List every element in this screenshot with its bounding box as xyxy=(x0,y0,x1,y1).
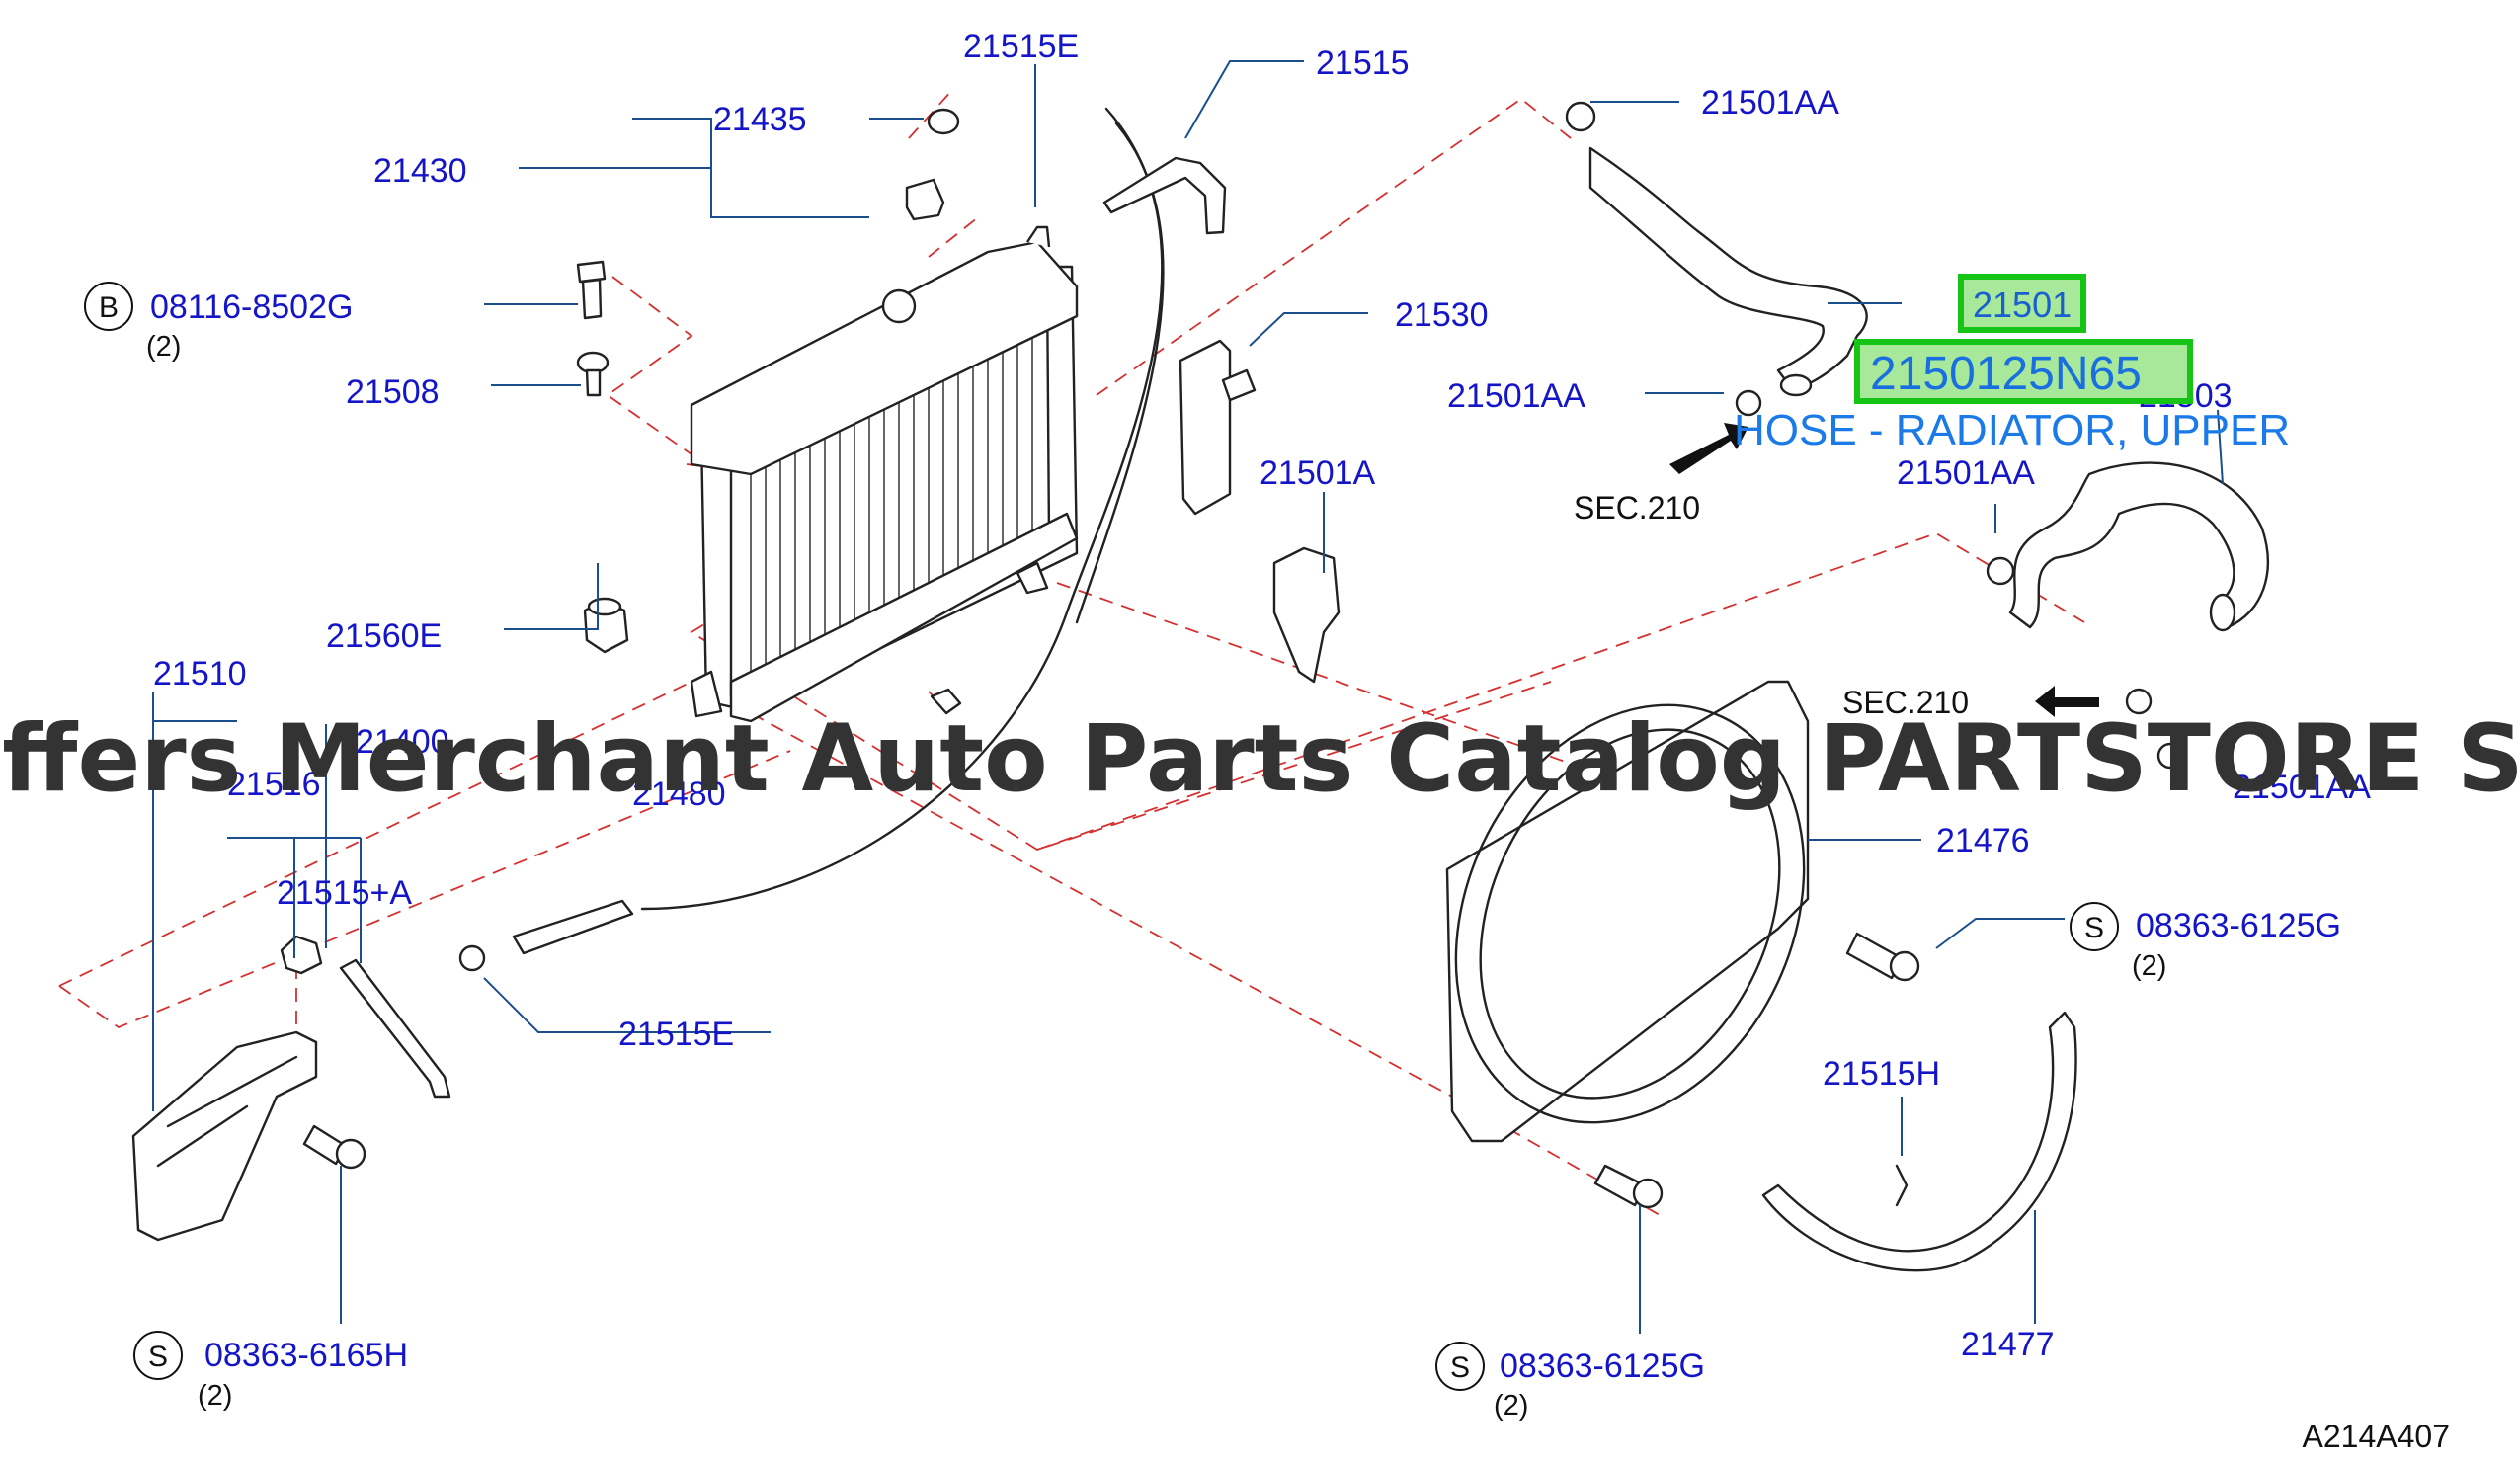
bolt-drawing xyxy=(576,260,610,397)
label-fastener-b-part: 08116-8502G xyxy=(150,288,353,326)
label-21515E-low: 21515E xyxy=(618,1016,734,1053)
label-21501A: 21501A xyxy=(1260,454,1376,492)
fastener-circle-b: B xyxy=(84,282,133,331)
label-fastener-s1-qty: (2) xyxy=(2132,950,2166,982)
label-21560E: 21560E xyxy=(326,617,442,655)
label-fastener-s3-part: 08363-6125G xyxy=(1500,1347,1705,1385)
reservoir-tank-drawing xyxy=(131,935,451,1242)
leader-lines xyxy=(152,60,2224,1334)
label-21530: 21530 xyxy=(1395,296,1489,334)
highlight-box-full-part-number[interactable] xyxy=(1854,339,2193,404)
fastener-circle-letter: S xyxy=(148,1341,168,1373)
label-21515E-top: 21515E xyxy=(963,28,1079,65)
fastener-circle-s1: S xyxy=(2070,902,2119,951)
fastener-circle-s3: S xyxy=(1435,1342,1485,1391)
label-sec210-a: SEC.210 xyxy=(1574,490,1700,526)
highlight-description: HOSE - RADIATOR, UPPER xyxy=(1734,406,2290,454)
fan-shroud-drawing xyxy=(1445,680,1810,1143)
label-21508: 21508 xyxy=(346,373,440,411)
overflow-hose-drawing xyxy=(640,107,1227,911)
fastener-circle-letter: S xyxy=(1450,1351,1470,1384)
label-21400: 21400 xyxy=(356,723,449,761)
fastener-circle-s2: S xyxy=(133,1331,183,1380)
label-21435: 21435 xyxy=(713,101,807,138)
diagram-code: A214A407 xyxy=(2303,1419,2450,1454)
label-21501AA-low: 21501AA xyxy=(2233,769,2371,806)
lower-radiator-hose-drawing xyxy=(2008,461,2269,632)
label-fastener-s1-part: 08363-6125G xyxy=(2136,907,2341,944)
label-21430: 21430 xyxy=(373,152,467,190)
shroud-lower-drawing xyxy=(1761,1011,2077,1272)
label-21477: 21477 xyxy=(1961,1326,2055,1363)
label-21515H: 21515H xyxy=(1823,1055,1940,1093)
label-21510: 21510 xyxy=(153,655,247,692)
highlight-part-number[interactable]: 21501 xyxy=(1973,285,2072,325)
label-21515: 21515 xyxy=(1316,44,1410,82)
highlight-box-part-number[interactable] xyxy=(1958,274,2086,333)
highlight-full-part-number[interactable]: 2150125N65 xyxy=(1870,348,2142,400)
hose-clamps-drawing xyxy=(1565,101,2184,770)
mount-rubber-drawing xyxy=(583,597,629,654)
fastener-circle-letter: S xyxy=(2084,912,2104,944)
section-arrows xyxy=(1669,423,2099,717)
upper-radiator-hose-drawing xyxy=(1588,146,1868,397)
label-21501AA-right: 21501AA xyxy=(1897,454,2035,492)
bracket-drawing xyxy=(1179,339,1257,516)
label-fastener-s3-qty: (2) xyxy=(1494,1390,1528,1422)
shroud-bolts-drawing xyxy=(302,932,1920,1209)
tank-cap-drawing xyxy=(930,688,962,715)
radiator-core-drawing xyxy=(690,225,1079,723)
highlighted-part[interactable]: 21501 2150125N65 HOSE - RADIATOR, UPPER xyxy=(1734,274,2290,454)
label-21515A: 21515+A xyxy=(277,874,412,912)
label-sec210-b: SEC.210 xyxy=(1842,685,1969,720)
label-21480: 21480 xyxy=(632,775,726,813)
label-fastener-s2-part: 08363-6165H xyxy=(204,1337,408,1374)
radiator-cap-drawing xyxy=(905,108,960,221)
label-21501AA-top: 21501AA xyxy=(1701,84,1839,122)
label-21516: 21516 xyxy=(227,766,321,803)
fastener-circle-letter: B xyxy=(99,291,119,324)
label-fastener-b-qty: (2) xyxy=(146,331,181,363)
watermark-text: Offers Merchant Auto Parts Catalog PARTS… xyxy=(0,705,2520,813)
clip-drawing xyxy=(1272,546,1341,684)
label-21501AA-mid: 21501AA xyxy=(1447,377,1585,415)
small-hose-drawing xyxy=(458,899,634,972)
label-fastener-s2-qty: (2) xyxy=(198,1380,232,1412)
part-labels: 21515E 21515 21501AA 21435 21430 08116-8… xyxy=(146,28,2450,1454)
label-21476: 21476 xyxy=(1936,822,2030,859)
